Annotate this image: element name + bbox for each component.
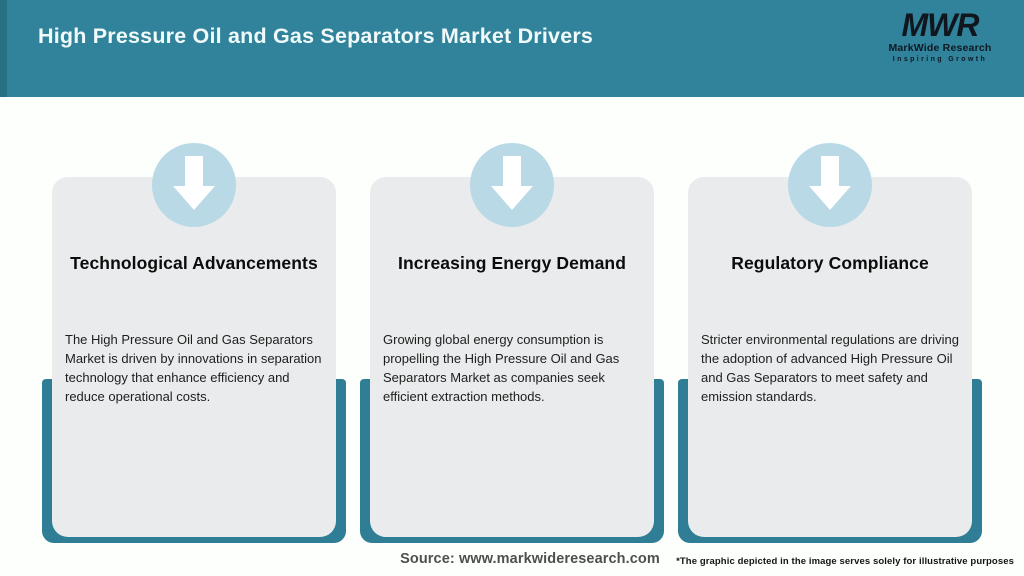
header-edge-strip (0, 0, 7, 97)
logo-name: MarkWide Research (888, 42, 992, 54)
card-panel: Increasing Energy Demand Growing global … (370, 177, 654, 537)
page-title: High Pressure Oil and Gas Separators Mar… (38, 24, 594, 48)
card-body-text: Stricter environmental regulations are d… (701, 332, 959, 404)
card-panel: Technological Advancements The High Pres… (52, 177, 336, 537)
down-arrow-icon (788, 143, 872, 227)
down-arrow-icon (152, 143, 236, 227)
driver-card-regulatory-compliance: Regulatory Compliance Stricter environme… (678, 143, 982, 545)
down-arrow-icon (470, 143, 554, 227)
brand-logo: MWR MarkWide Research Inspiring Growth (876, 9, 1004, 63)
card-title: Regulatory Compliance (731, 253, 929, 273)
card-panel: Regulatory Compliance Stricter environme… (688, 177, 972, 537)
card-body-text: Growing global energy consumption is pro… (383, 332, 620, 404)
card-title: Technological Advancements (70, 253, 318, 273)
logo-tagline: Inspiring Growth (892, 55, 988, 63)
card-body-text: The High Pressure Oil and Gas Separators… (65, 332, 322, 404)
card-title: Increasing Energy Demand (397, 253, 627, 273)
header-bar: High Pressure Oil and Gas Separators Mar… (0, 0, 1024, 97)
source-text: Source: www.markwideresearch.com (400, 551, 660, 567)
logo-monogram: MWR (901, 7, 980, 43)
driver-card-technological-advancements: Technological Advancements The High Pres… (42, 143, 346, 545)
driver-card-increasing-energy-demand: Increasing Energy Demand Growing global … (360, 143, 664, 545)
disclaimer-text: *The graphic depicted in the image serve… (676, 556, 1014, 567)
